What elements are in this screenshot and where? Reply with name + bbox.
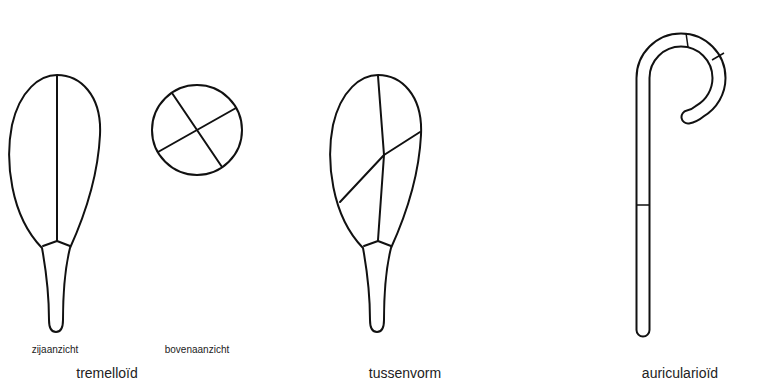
septum-line xyxy=(378,155,384,240)
septum-line xyxy=(56,76,58,241)
basidium-fill xyxy=(643,40,719,330)
septum-line xyxy=(636,204,650,206)
basidium-outline xyxy=(152,85,242,175)
shape-label: bovenaanzicht xyxy=(165,344,230,355)
septum-line xyxy=(340,155,384,202)
shape-label: tremelloïd xyxy=(76,366,137,381)
basidium-outline xyxy=(330,75,421,332)
septum-line xyxy=(686,33,688,47)
basidium-outline xyxy=(643,40,719,330)
shape-label: auricularioïd xyxy=(642,366,718,381)
septum-line xyxy=(364,241,391,246)
shape-label: zijaanzicht xyxy=(32,344,79,355)
basidium-outline xyxy=(9,75,100,332)
septum-line xyxy=(712,53,724,60)
septum-line xyxy=(158,108,236,152)
septum-line xyxy=(43,241,70,246)
shape-label: tussenvorm xyxy=(369,366,441,381)
septum-line xyxy=(378,76,420,155)
